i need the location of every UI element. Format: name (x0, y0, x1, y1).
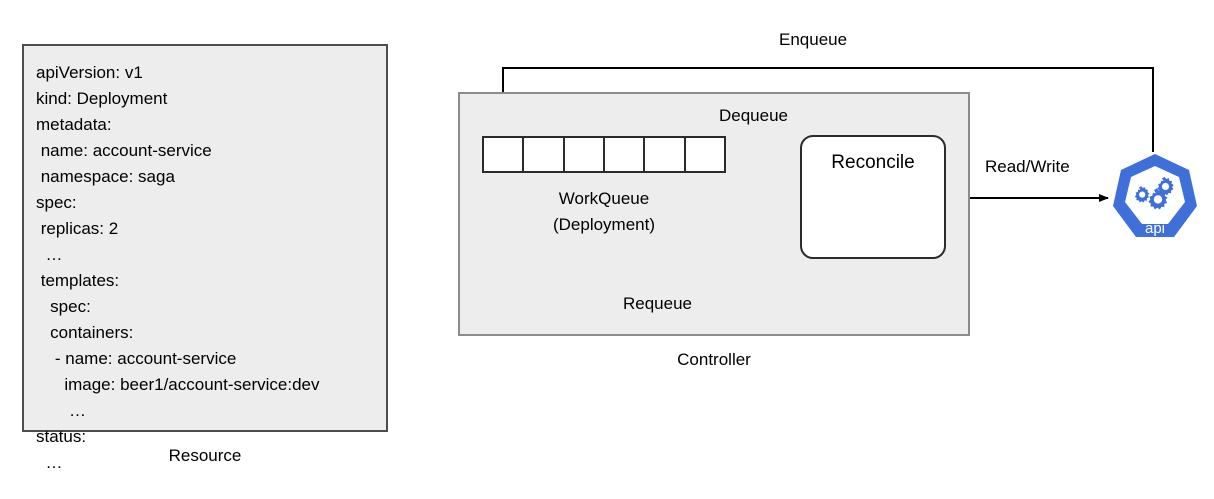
dequeue-label: Dequeue (719, 106, 789, 125)
requeue-label: Requeue (623, 294, 693, 313)
workqueue-label-line2: (Deployment) (552, 215, 656, 234)
resource-yaml-line: apiVersion: v1 (36, 63, 143, 82)
gear-left-icon (1134, 186, 1150, 203)
resource-yaml-line: metadata: (36, 115, 112, 134)
gear-lower-icon (1148, 188, 1168, 210)
resource-yaml-line: … (36, 453, 63, 472)
workqueue-cell (564, 138, 605, 171)
resource-yaml-line: replicas: 2 (36, 219, 119, 238)
read-write-label: Read/Write (985, 157, 1070, 176)
resource-yaml-line: namespace: saga (36, 167, 175, 186)
kubernetes-api-server: api (1113, 152, 1197, 242)
resource-yaml-line: name: account-service (36, 141, 212, 160)
resource-yaml-line: containers: (36, 323, 134, 342)
workqueue (482, 136, 726, 173)
workqueue-cell (604, 138, 646, 171)
resource-yaml-line: status: (36, 427, 87, 446)
resource-yaml-line: - name: account-service (36, 349, 237, 368)
workqueue-label: WorkQueue (Deployment) (482, 186, 726, 238)
resource-yaml-line: … (36, 245, 63, 264)
workqueue-cell (645, 138, 686, 171)
resource-yaml-line: templates: (36, 271, 120, 290)
resource-caption: Resource (168, 446, 242, 465)
enqueue-label: Enqueue (779, 30, 848, 49)
controller-caption: Controller (677, 350, 751, 369)
resource-yaml-line: … (36, 401, 87, 420)
resource-yaml-line: spec: (36, 193, 77, 212)
workqueue-cell (484, 138, 525, 171)
workqueue-label-line1: WorkQueue (558, 189, 650, 208)
workqueue-cell (524, 138, 565, 171)
reconcile-box (800, 135, 946, 259)
resource-yaml-line: image: beer1/account-service:dev (36, 375, 320, 394)
api-label: api (1145, 220, 1165, 237)
resource-yaml-line: spec: (36, 297, 91, 316)
kubernetes-logo-icon: api (1113, 154, 1197, 237)
reconcile-label: Reconcile (831, 152, 915, 173)
workqueue-cell (685, 138, 724, 171)
resource-yaml-line: kind: Deployment (36, 89, 168, 108)
